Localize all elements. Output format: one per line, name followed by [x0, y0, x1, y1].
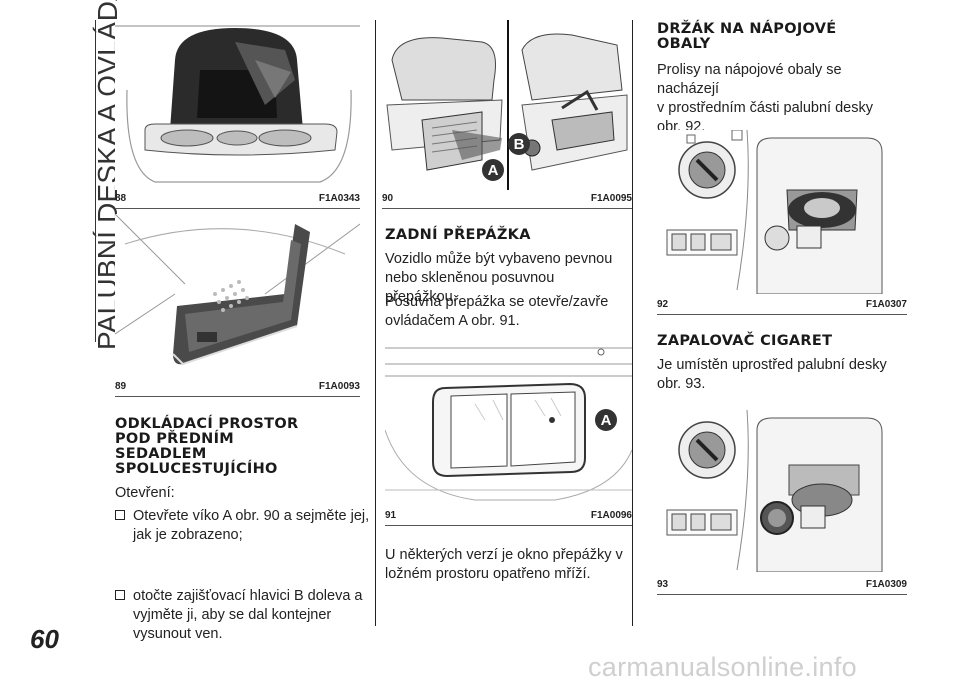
column-divider [632, 20, 633, 626]
text-line: Je umístěn uprostřed palubní desky [657, 357, 887, 373]
heading-storage: ODKLÁDACÍ PROSTOR POD PŘEDNÍM SEDADLEM S… [115, 417, 365, 477]
heading-line: ODKLÁDACÍ PROSTOR [115, 416, 299, 432]
figure-code: F1A0093 [318, 381, 360, 392]
heading-line: SEDADLEM [115, 446, 207, 462]
heading-line: OBALY [657, 36, 711, 52]
figure-label-b: B [514, 136, 525, 153]
text-line: nebo skleněnou posuvnou přepážkou. [385, 270, 555, 305]
figure-number: 93 [657, 579, 669, 590]
heading-cupholder: DRŽÁK NA NÁPOJOVÉ OBALY [657, 22, 907, 52]
text-line: ovládačem A obr. 91. [385, 313, 520, 329]
figure-rule [115, 396, 360, 397]
figure-code: F1A0307 [865, 299, 907, 310]
bullet-line: jak je zobrazeno; [133, 527, 243, 543]
figure-92-illustration [657, 130, 907, 294]
section-title: PALUBNÍ DESKA A OVLÁDAČE [52, 0, 123, 350]
bullet-line: vysunout ven. [133, 626, 223, 642]
figure-number: 88 [115, 193, 127, 204]
figure-code: F1A0343 [318, 193, 360, 204]
paragraph: Prolisy na nápojové obaly se nacházejí v… [657, 61, 907, 137]
paragraph: Posuvná přepážka se otevře/zavře ovládač… [385, 293, 630, 331]
heading-line: POD PŘEDNÍM [115, 431, 235, 447]
figure-number: 90 [382, 193, 394, 204]
bullet-line: Otevřete víko A obr. 90 a sejměte jej, [133, 508, 370, 524]
figure-rule [657, 314, 907, 315]
heading-cigarette-lighter: ZAPALOVAČ CIGARET [657, 333, 833, 349]
text-line: Prolisy na nápojové obaly se nacházejí [657, 62, 842, 97]
page-number: 60 [30, 624, 59, 654]
paragraph: Vozidlo může být vybaveno pevnou nebo sk… [385, 250, 630, 307]
intro-text: Otevření: [115, 485, 175, 501]
figure-label-a: A [601, 412, 612, 429]
figure-number: 91 [385, 510, 397, 521]
figure-93-illustration [657, 410, 907, 572]
bullet-item: otočte zajišťovací hlavici B doleva a vy… [115, 587, 383, 644]
figure-89-illustration [115, 214, 360, 376]
figure-rule [657, 594, 907, 595]
heading-line: DRŽÁK NA NÁPOJOVÉ [657, 21, 837, 37]
watermark: carmanualsonline.info [588, 652, 857, 682]
text-line: v prostředním části palubní desky [657, 100, 873, 116]
checkbox-bullet-icon [115, 510, 125, 520]
paragraph: Je umístěn uprostřed palubní desky obr. … [657, 356, 907, 394]
figure-code: F1A0309 [865, 579, 907, 590]
text-line: obr. 93. [657, 376, 706, 392]
bullet-line: otočte zajišťovací hlavici B doleva a [133, 588, 363, 604]
figure-93-caption: 93 F1A0309 [657, 579, 907, 590]
heading-line: SPOLUCESTUJÍCÍHO [115, 461, 278, 477]
column-divider [375, 20, 376, 626]
section-divider [95, 20, 96, 342]
text-line: Vozidlo může být vybaveno pevnou [385, 251, 613, 267]
figure-89-caption: 89 F1A0093 [115, 381, 360, 392]
figure-91-caption: 91 F1A0096 [385, 510, 632, 521]
bullet-line: vyjměte ji, aby se dal kontejner [133, 607, 332, 623]
figure-number: 89 [115, 381, 127, 392]
text-line: ložném prostoru opatřeno mříží. [385, 566, 591, 582]
heading-partition: ZADNÍ PŘEPÁŽKA [385, 227, 531, 243]
figure-88-caption: 88 F1A0343 [115, 193, 360, 204]
text-line: Posuvná přepážka se otevře/zavře [385, 294, 609, 310]
figure-90-caption: 90 F1A0095 [382, 193, 632, 204]
figure-92-caption: 92 F1A0307 [657, 299, 907, 310]
figure-number: 92 [657, 299, 669, 310]
figure-label-a: A [488, 162, 499, 179]
figure-88-illustration [115, 20, 360, 190]
figure-rule [382, 208, 632, 209]
figure-91-illustration: A [385, 340, 632, 505]
figure-code: F1A0095 [590, 193, 632, 204]
figure-code: F1A0096 [590, 510, 632, 521]
figure-rule [385, 525, 632, 526]
paragraph: U některých verzí je okno přepážky v lož… [385, 546, 630, 584]
bullet-item: Otevřete víko A obr. 90 a sejměte jej, j… [115, 507, 383, 545]
figure-rule [115, 208, 360, 209]
text-line: U některých verzí je okno přepážky v [385, 547, 623, 563]
figure-90-illustration: A B [382, 20, 632, 190]
checkbox-bullet-icon [115, 590, 125, 600]
